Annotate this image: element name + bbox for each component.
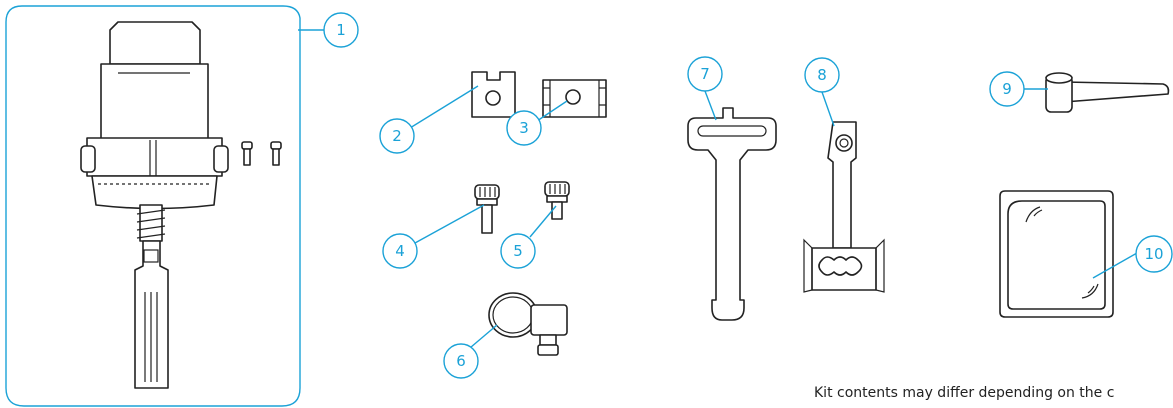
mounting-bracket-icon <box>687 107 777 321</box>
leader-8 <box>821 91 835 127</box>
callout-5: 5 <box>500 233 536 269</box>
callout-label: 3 <box>519 119 529 137</box>
callout-label: 6 <box>456 352 466 370</box>
callout-1: 1 <box>323 12 359 48</box>
callout-3: 3 <box>506 110 542 146</box>
callout-9: 9 <box>989 71 1025 107</box>
long-knurled-screw-icon <box>474 184 500 234</box>
wrench-icon <box>1045 72 1170 113</box>
callout-label: 10 <box>1144 245 1163 263</box>
adhesive-pad-icon <box>999 190 1114 318</box>
small-screw-icon <box>241 141 253 166</box>
leader-2 <box>409 85 479 129</box>
callout-label: 8 <box>817 66 827 84</box>
callout-label: 2 <box>392 127 402 145</box>
part-1-frame <box>5 5 301 407</box>
leader-3 <box>536 100 568 122</box>
leader-5 <box>529 205 557 238</box>
callout-10: 10 <box>1135 235 1173 273</box>
callout-label: 4 <box>395 242 405 260</box>
lever-arm-icon <box>803 121 885 293</box>
kit-contents-note: Kit contents may differ depending on the… <box>814 385 1115 401</box>
hose-clamp-icon <box>488 292 568 356</box>
callout-2: 2 <box>379 118 415 154</box>
leader-7 <box>704 90 717 121</box>
clip-bracket-icon <box>542 79 607 118</box>
short-knurled-screw-icon <box>544 181 570 220</box>
callout-label: 5 <box>513 242 523 260</box>
leader-4 <box>414 204 485 244</box>
callout-7: 7 <box>687 56 723 92</box>
callout-6: 6 <box>443 343 479 379</box>
leader-10 <box>1092 252 1138 279</box>
square-bracket-icon <box>471 71 516 118</box>
callout-label: 9 <box>1002 80 1012 98</box>
callout-label: 1 <box>336 21 346 39</box>
callout-label: 7 <box>700 65 710 83</box>
callout-4: 4 <box>382 233 418 269</box>
small-screw-icon <box>270 141 282 166</box>
callout-8: 8 <box>804 57 840 93</box>
gear-selector-assembly-icon <box>80 21 229 389</box>
